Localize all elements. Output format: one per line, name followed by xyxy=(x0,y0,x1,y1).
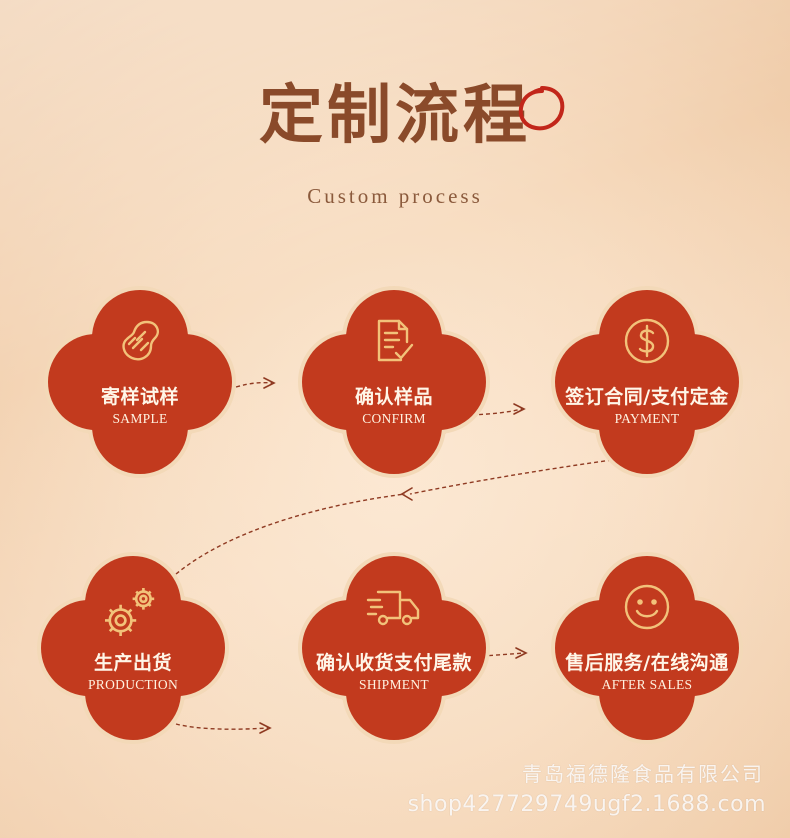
arrowhead-3 xyxy=(400,487,413,501)
step-label-en: SAMPLE xyxy=(112,411,168,426)
watermark-company: 青岛福德隆食品有限公司 xyxy=(522,762,764,786)
document-check-icon xyxy=(377,319,414,362)
dollar-coin-icon xyxy=(624,318,670,364)
quatrefoil-shape xyxy=(551,552,743,744)
step-label-en: AFTER SALES xyxy=(601,677,693,692)
step-label-cn: 确认样品 xyxy=(354,386,433,408)
connector-3-4 xyxy=(409,459,613,495)
step-confirm: 确认样品 CONFIRM xyxy=(298,286,490,478)
quatrefoil-shape xyxy=(551,286,743,478)
connector-1-2 xyxy=(235,381,273,388)
page-title: 定制流程 xyxy=(259,78,531,153)
step-after-sales: 售后服务/在线沟通 AFTER SALES xyxy=(551,552,743,744)
step-label-cn: 确认收货支付尾款 xyxy=(315,652,472,674)
quatrefoil-shape xyxy=(37,552,229,744)
quatrefoil-shape xyxy=(298,286,490,478)
smiley-face-icon xyxy=(624,584,670,630)
step-sample: 寄样试样 SAMPLE xyxy=(44,286,236,478)
step-label-en: CONFIRM xyxy=(362,411,426,426)
arrowhead-5 xyxy=(515,647,528,659)
step-label-en: PRODUCTION xyxy=(87,677,178,692)
quatrefoil-shape xyxy=(44,286,236,478)
step-label-cn: 寄样试样 xyxy=(100,386,179,408)
step-payment: 签订合同/支付定金 PAYMENT xyxy=(551,286,743,478)
watermark-shop-url: shop427729749ugf2.1688.com xyxy=(407,792,766,817)
arrowhead-2 xyxy=(513,403,526,415)
step-label-cn: 生产出货 xyxy=(93,652,172,674)
step-label-cn: 签订合同/支付定金 xyxy=(565,386,729,408)
connector-4-5 xyxy=(175,723,269,730)
step-production: 生产出货 PRODUCTION xyxy=(37,552,229,744)
delivery-truck-icon xyxy=(366,590,420,626)
arrowhead-4 xyxy=(259,722,272,734)
arrowhead-1 xyxy=(263,377,276,389)
step-shipment: 确认收货支付尾款 SHIPMENT xyxy=(298,552,490,744)
page-subtitle: Custom process xyxy=(307,184,483,208)
step-label-en: PAYMENT xyxy=(614,411,680,426)
step-label-cn: 售后服务/在线沟通 xyxy=(565,652,729,674)
quatrefoil-shape xyxy=(298,552,490,744)
connector-4-back xyxy=(175,493,406,575)
gears-icon xyxy=(105,588,155,636)
peanut-icon xyxy=(122,320,159,361)
step-label-en: SHIPMENT xyxy=(359,677,429,692)
brush-circle-icon xyxy=(518,86,565,131)
